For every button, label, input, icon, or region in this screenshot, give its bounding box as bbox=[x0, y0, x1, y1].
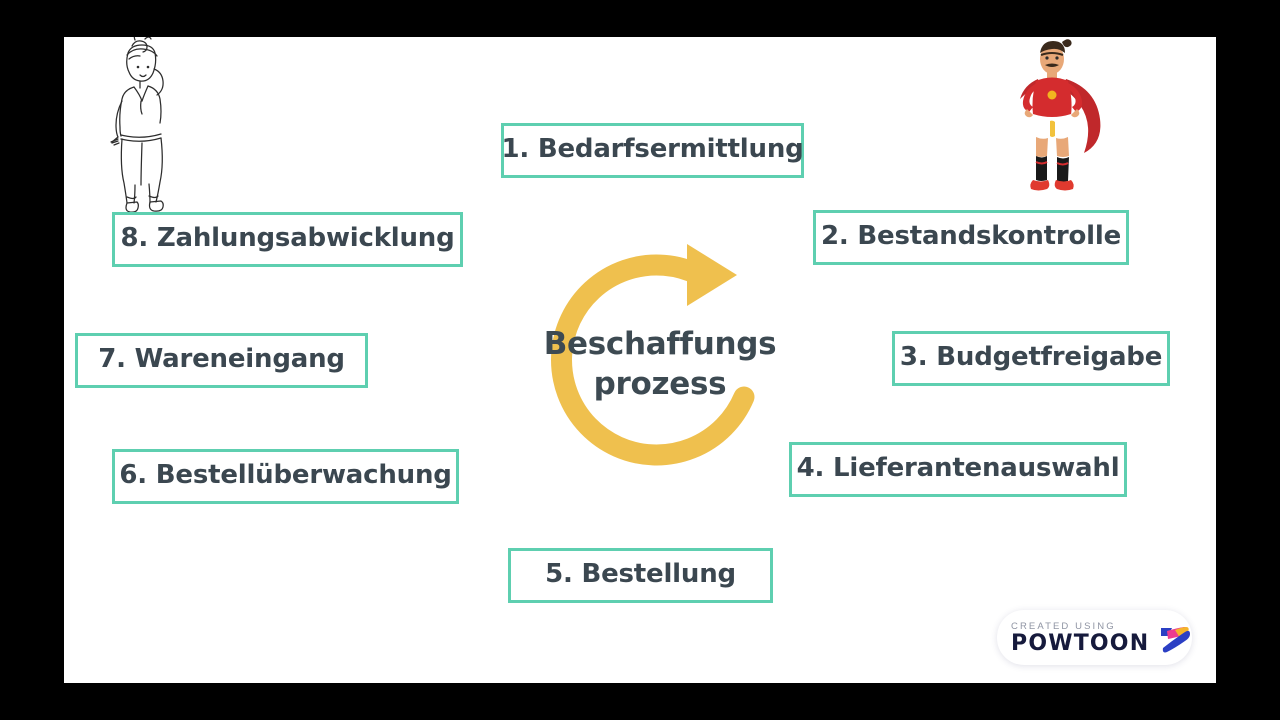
step-label-3: 3. Budgetfreigabe bbox=[899, 342, 1163, 372]
powtoon-created-using-label: CREATED USING bbox=[1011, 620, 1116, 632]
cycle-title: Beschaffungs prozess bbox=[519, 325, 801, 404]
powtoon-wordmark: POWTOON bbox=[1011, 630, 1150, 656]
superhero-character bbox=[992, 37, 1112, 209]
step-box-1[interactable]: 1. Bedarfsermittlung bbox=[501, 123, 804, 178]
powtoon-branding-badge[interactable]: CREATED USING POWTOON bbox=[997, 610, 1192, 665]
step-label-4: 4. Lieferantenauswahl bbox=[796, 453, 1120, 483]
step-label-2: 2. Bestandskontrolle bbox=[820, 221, 1122, 251]
process-cycle-arrow-icon bbox=[494, 192, 824, 522]
cycle-title-line2: prozess bbox=[593, 365, 727, 402]
step-label-8: 8. Zahlungsabwicklung bbox=[120, 223, 455, 253]
step-box-7[interactable]: 7. Wareneingang bbox=[75, 333, 368, 388]
step-box-4[interactable]: 4. Lieferantenauswahl bbox=[789, 442, 1127, 497]
presentation-slide: Beschaffungs prozess 1. Bedarfsermittlun… bbox=[64, 37, 1216, 683]
powtoon-logo-icon bbox=[1155, 619, 1193, 657]
step-box-6[interactable]: 6. Bestellüberwachung bbox=[112, 449, 459, 504]
step-label-7: 7. Wareneingang bbox=[98, 344, 345, 374]
step-box-5[interactable]: 5. Bestellung bbox=[508, 548, 773, 603]
step-box-8[interactable]: 8. Zahlungsabwicklung bbox=[112, 212, 463, 267]
step-label-5: 5. Bestellung bbox=[545, 559, 736, 589]
cycle-title-line1: Beschaffungs bbox=[543, 326, 777, 362]
step-label-1: 1. Bedarfsermittlung bbox=[501, 134, 804, 164]
step-label-6: 6. Bestellüberwachung bbox=[119, 460, 452, 490]
step-box-3[interactable]: 3. Budgetfreigabe bbox=[892, 331, 1170, 386]
powtoon-text-wrap: CREATED USING POWTOON bbox=[1011, 621, 1149, 655]
sketch-woman-character bbox=[88, 37, 193, 219]
step-box-2[interactable]: 2. Bestandskontrolle bbox=[813, 210, 1129, 265]
